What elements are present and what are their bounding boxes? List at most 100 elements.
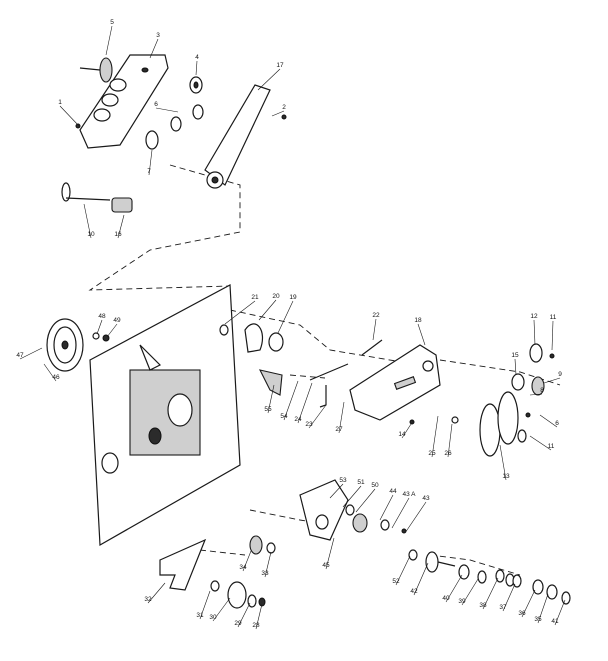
callout-label-p29: 29 [234,620,242,627]
leader-line-p42 [413,562,429,596]
leader-line-p30 [212,597,231,622]
cam-part-20 [244,323,264,353]
callout-label-p38: 38 [479,602,487,609]
leader-line-p54 [283,380,299,421]
washer-part-6 [192,104,204,120]
callout-label-p53: 53 [339,477,347,484]
screw-part-1 [75,123,81,129]
gear-part-44 [352,513,368,533]
callout-label-p11b: 11 [548,443,555,450]
leader-line-p3 [149,38,159,59]
leader-line-p12 [533,319,536,346]
leader-line-p5 [105,25,113,56]
leader-line-p51 [342,485,362,508]
leader-line-p48 [96,319,103,335]
leader-line-p35 [537,593,549,624]
leader-line-p29 [237,602,251,628]
leader-line-p9 [543,377,561,384]
callout-label-p39: 39 [458,598,466,605]
callout-label-p37: 37 [499,604,507,611]
leader-line-p43a [391,497,410,529]
leader-line-p49 [106,323,118,338]
leader-line-p53 [329,483,344,499]
callout-label-p14: 14 [398,431,406,438]
screw-part-2 [281,114,287,120]
callout-label-p27: 27 [335,426,343,433]
shaft-part-10 [61,182,71,202]
callout-label-p48: 48 [98,313,106,320]
washer-part-33 [266,542,276,554]
bracket-part-18 [349,344,441,421]
callout-label-p23: 23 [305,421,313,428]
leader-line-p36 [521,589,536,618]
callout-label-p30: 30 [209,614,217,621]
washer-part-40 [458,564,470,580]
leader-line-p45 [325,537,335,570]
leader-line-p18 [417,323,426,346]
gear-part-13a [479,403,501,457]
callout-label-p43: 43 [422,495,430,502]
middle-right-subassembly [219,323,555,457]
bracket-part-32 [159,538,207,591]
pulley-part-9 [531,376,545,396]
leader-line-p28 [255,603,263,630]
leader-line-p25 [431,415,439,458]
callout-label-p24: 24 [294,416,302,423]
leader-line-p43 [404,501,427,534]
callout-label-p42: 42 [410,588,418,595]
leader-line-p44 [379,494,394,521]
leader-line-p21 [224,300,256,325]
callout-label-p26: 26 [444,450,452,457]
leader-line-p20 [258,299,277,321]
washer-part-36 [532,579,544,595]
callout-label-p8: 8 [540,387,544,394]
leader-line-p39 [461,578,479,606]
leader-line-p24 [297,382,313,424]
callout-label-p35: 35 [534,616,542,623]
callout-label-p44: 44 [389,488,397,495]
lever-part-55 [258,369,283,396]
leader-line-p34 [242,550,252,572]
callout-label-p50: 50 [371,482,379,489]
leader-line-p22 [372,318,377,341]
leader-line-p11b [529,435,552,451]
leader-line-p38 [482,577,499,610]
washer-part-41 [561,591,571,605]
callout-label-p21: 21 [251,294,259,301]
leader-line-p11a [551,320,554,351]
housing-plate-part-3 [79,54,169,149]
callout-label-p19: 19 [289,294,297,301]
leader-line-p52 [395,555,411,586]
leader-line-p55 [267,384,275,414]
callout-label-p33: 33 [261,570,269,577]
callout-label-p43a: 43 A [402,491,416,498]
callout-label-p20: 20 [272,293,280,300]
shaft-part-42 [425,551,439,573]
callout-label-p47: 47 [16,352,24,359]
gear-part-34 [249,535,263,555]
leader-line-p31 [199,590,211,620]
callout-label-p31: 31 [196,612,204,619]
callout-label-p4: 4 [195,54,199,61]
leader-line-p17 [257,68,281,91]
leader-line-p1 [59,105,80,127]
washer-part-48 [92,332,100,340]
pulley-part-5 [99,57,113,83]
leader-line-p8 [529,393,543,396]
callout-label-p40: 40 [442,595,450,602]
callout-label-p11a: 11 [550,314,557,321]
callout-label-p55: 55 [264,406,272,413]
leader-line-p4 [195,60,198,76]
link-arm-part-17 [204,84,271,186]
leader-line-p7 [148,149,153,176]
leader-line-p50 [355,488,376,513]
callout-label-p16: 16 [114,231,122,238]
callout-label-p10: 10 [87,231,95,238]
callout-label-p52: 52 [392,578,400,585]
gear-part-16 [111,197,133,213]
leader-line-p26 [447,423,453,458]
leader-line-p37 [502,583,516,612]
leader-line-p6b [539,414,558,428]
